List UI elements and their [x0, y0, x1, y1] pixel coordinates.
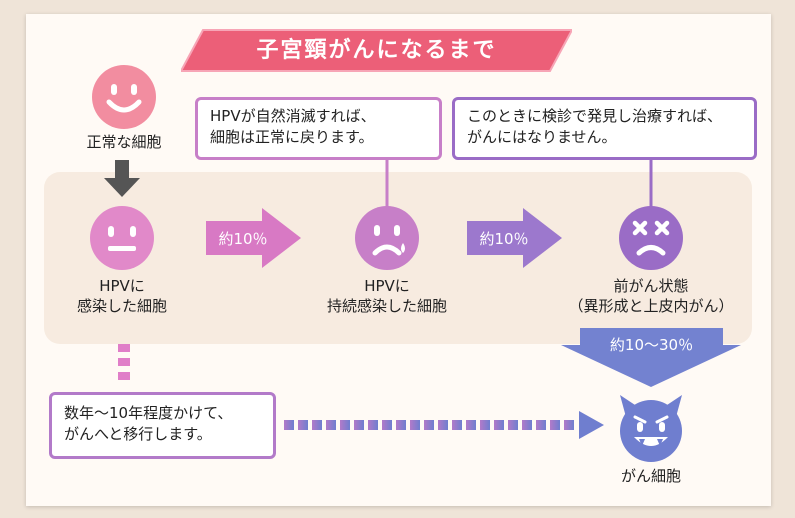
cancer-cell-label: がん細胞	[620, 467, 681, 485]
hpv-infected-label-line2: 感染した細胞	[76, 297, 167, 315]
down-arrow-icon	[104, 160, 140, 197]
callout-regress-line2: 細胞は正常に戻ります。	[210, 128, 374, 146]
persistent-label-line1: HPVに	[364, 277, 410, 295]
callout-screening-line1: このときに検診で発見し治療すれば、	[467, 107, 723, 125]
callout-years: 数年〜10年程度かけて、 がんへと移行します。	[49, 392, 276, 459]
arrow-1-shape	[206, 208, 301, 268]
callout-regress: HPVが自然消滅すれば、 細胞は正常に戻ります。	[195, 97, 442, 160]
persistent-label-line2: 持続感染した細胞	[326, 297, 447, 315]
normal-cell-label: 正常な細胞	[86, 133, 162, 151]
title-banner: 子宮頸がんになるまで	[181, 29, 572, 72]
arrow-1-label: 約10％	[218, 230, 268, 248]
smile-face-icon	[92, 65, 156, 129]
arrow-2-shape	[467, 208, 562, 268]
page-title: 子宮頸がんになるまで	[256, 38, 497, 63]
precancer-label-line1: 前がん状態	[613, 277, 689, 295]
callout-years-line2: がんへと移行します。	[64, 425, 212, 443]
arrow-3-shape	[561, 328, 741, 387]
dashed-vertical-connector	[118, 344, 130, 380]
callout-years-line1: 数年〜10年程度かけて、	[64, 404, 233, 422]
sad-face-icon	[355, 206, 419, 270]
arrow-2-label: 約10％	[479, 230, 529, 248]
neutral-face-icon	[90, 206, 154, 270]
arrow-3-label: 約10〜30％	[609, 336, 694, 354]
callout-regress-line1: HPVが自然消滅すれば、	[210, 107, 376, 125]
dizzy-face-icon	[619, 206, 683, 270]
precancer-label-line2: （異形成と上皮内がん）	[568, 297, 734, 315]
callout-screening: このときに検診で発見し治療すれば、 がんにはなりません。	[452, 97, 757, 160]
hpv-infected-label-line1: HPVに	[99, 277, 145, 295]
dashed-horizontal-arrow	[284, 411, 604, 439]
callout-screening-line2: がんにはなりません。	[467, 128, 617, 146]
devil-face-icon	[620, 395, 682, 462]
